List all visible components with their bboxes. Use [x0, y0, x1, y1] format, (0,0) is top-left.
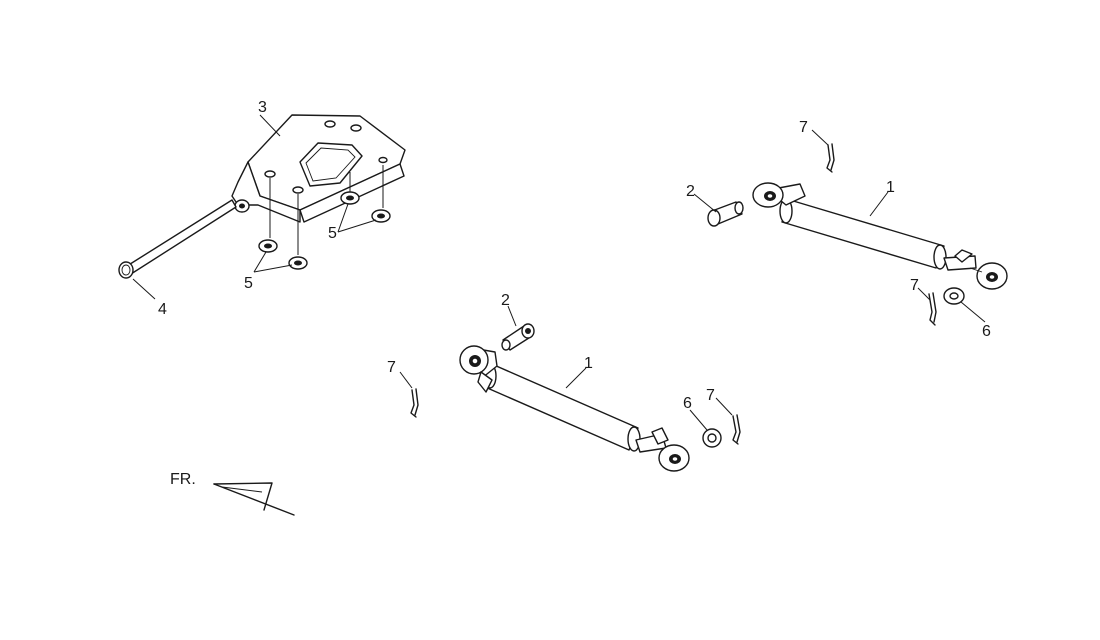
flange-nut [288, 256, 308, 270]
callout-5: 5 [328, 225, 337, 242]
callout-6: 6 [982, 323, 991, 340]
callout-5: 5 [244, 275, 253, 292]
clevis-pin [501, 323, 535, 351]
callout-1: 1 [886, 179, 895, 196]
callout-2: 2 [686, 183, 695, 200]
callout-2: 2 [501, 292, 510, 309]
cotter-pin [826, 143, 835, 173]
tie-rod-right [752, 182, 1008, 290]
leader-lines [132, 114, 986, 431]
cotter-pin [928, 292, 937, 326]
flat-washer [702, 428, 722, 448]
callout-7: 7 [799, 119, 808, 136]
front-direction-label: FR. [170, 471, 196, 488]
callout-7: 7 [387, 359, 396, 376]
clevis-pin [707, 201, 744, 227]
cotter-pin [732, 414, 741, 445]
tie-rod-lower [459, 345, 690, 472]
callout-7: 7 [706, 387, 715, 404]
flange-nut [371, 209, 391, 223]
callout-6: 6 [683, 395, 692, 412]
front-direction-arrow-icon [213, 482, 295, 516]
flange-nut [258, 239, 278, 253]
flange-nut [340, 191, 360, 205]
flat-washer [943, 287, 965, 305]
long-bolt [118, 199, 237, 279]
callout-7: 7 [910, 277, 919, 294]
callout-1: 1 [584, 355, 593, 372]
callout-3: 3 [258, 99, 267, 116]
callout-4: 4 [158, 301, 167, 318]
cotter-pin [410, 388, 419, 418]
mounting-bracket [231, 114, 406, 223]
